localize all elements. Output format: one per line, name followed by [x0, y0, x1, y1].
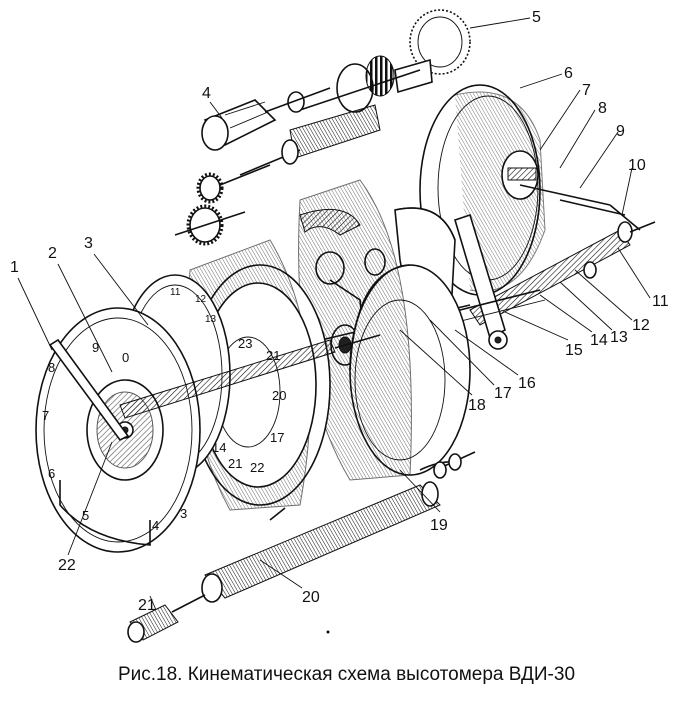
dial-numeral: 5	[82, 508, 89, 523]
callout-7: 7	[582, 82, 591, 99]
callout-8: 8	[598, 100, 607, 117]
ring-gear-5	[409, 9, 471, 75]
knob-21	[127, 594, 206, 643]
callout-18: 18	[468, 397, 486, 414]
dial-numeral: 7	[42, 408, 49, 423]
callout-2: 2	[48, 245, 57, 262]
drum-numeral: 22	[250, 460, 264, 475]
drum-numeral: 20	[272, 388, 286, 403]
callout-19: 19	[430, 517, 448, 534]
callout-10: 10	[628, 157, 646, 174]
callout-16: 16	[518, 375, 536, 392]
callout-labels: 1 2 3 4 5 6 7 8 9 10 11 12 13 14 15 16 1…	[10, 9, 669, 614]
motor-4	[201, 87, 331, 151]
ring-numeral: 12	[195, 294, 207, 305]
callout-4: 4	[202, 85, 211, 102]
callout-22: 22	[58, 557, 76, 574]
callout-3: 3	[84, 235, 93, 252]
callout-17: 17	[494, 385, 512, 402]
dial-numeral: 8	[48, 360, 55, 375]
figure-caption: Рис.18. Кинематическая схема высотомера …	[117, 664, 576, 685]
drum-numeral: 17	[270, 430, 284, 445]
setting-shaft-20	[201, 451, 476, 603]
callout-20: 20	[302, 589, 320, 606]
worm-shaft	[239, 104, 381, 176]
dial-numeral: 6	[48, 466, 55, 481]
gear-assembly-top	[299, 55, 433, 113]
pinion-gears-left	[174, 164, 271, 246]
callout-5: 5	[532, 9, 541, 26]
callout-15: 15	[565, 342, 583, 359]
callout-21: 21	[138, 597, 156, 614]
pointer-2	[48, 338, 130, 442]
ring-numeral: 13	[205, 314, 217, 325]
callout-12: 12	[632, 317, 650, 334]
drum-numeral: 23	[238, 336, 252, 351]
drum-numeral: 21	[228, 456, 242, 471]
main-axle	[119, 334, 381, 419]
lever-linkage-9-11	[469, 184, 656, 326]
dial-numeral: 3	[180, 506, 187, 521]
callout-1: 1	[10, 259, 19, 276]
callout-11: 11	[652, 293, 669, 310]
callout-14: 14	[590, 332, 608, 349]
pivot-arm-14-15	[439, 213, 546, 350]
callout-9: 9	[616, 123, 625, 140]
dial-numeral: 4	[152, 518, 159, 533]
callout-13: 13	[610, 329, 628, 346]
dial-numeral: 9	[92, 340, 99, 355]
leader-lines	[17, 17, 651, 611]
stray-mark	[326, 630, 330, 634]
dial-numeral: 0	[122, 350, 129, 365]
ring-numeral: 11	[170, 287, 181, 298]
callout-6: 6	[564, 65, 573, 82]
